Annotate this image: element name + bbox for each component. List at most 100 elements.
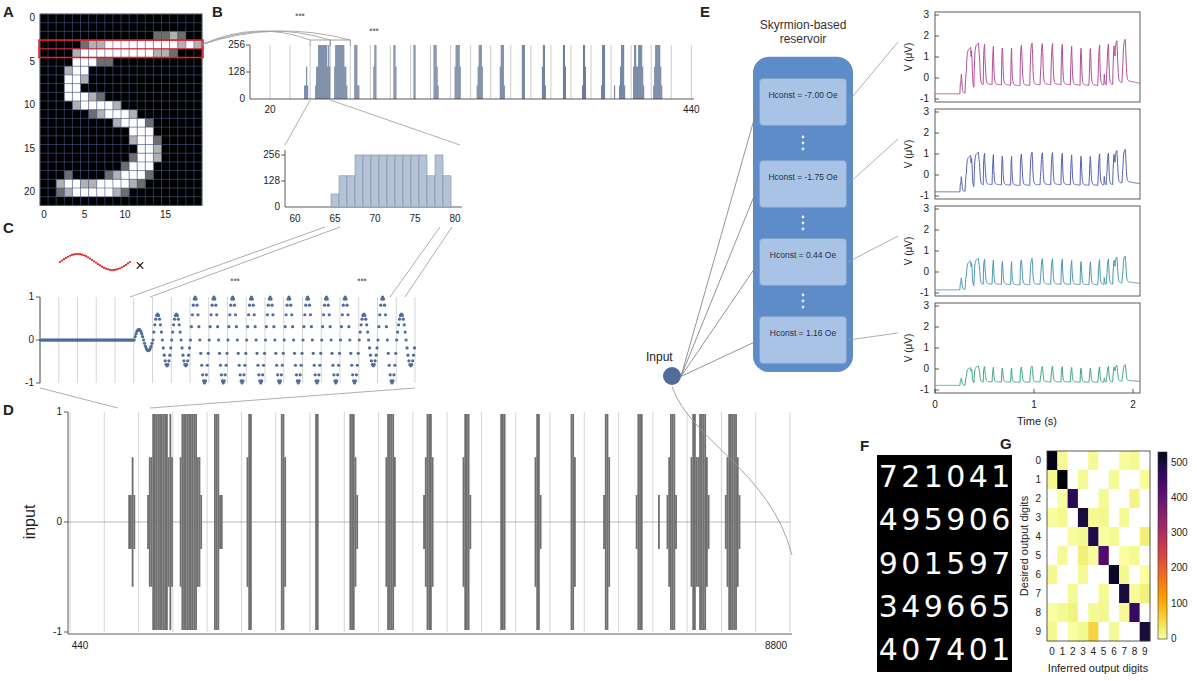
histogram-bar [427, 176, 435, 207]
signal-sample [187, 354, 190, 357]
image-pixel [129, 162, 137, 171]
signal-sample [379, 304, 382, 307]
colorbar-step [1158, 456, 1167, 457]
confusion-matrix [1047, 451, 1167, 641]
image-pixel [145, 145, 153, 154]
colorbar-step [1158, 615, 1167, 616]
colorbar-step [1158, 515, 1167, 516]
tick-label: 1 [1031, 400, 1037, 410]
image-pixel [81, 49, 89, 58]
tick-label: 0 [932, 400, 938, 410]
signal-sample [326, 298, 329, 301]
tick-label: 2 [1035, 494, 1041, 504]
matrix-cell [1119, 584, 1130, 603]
colorbar-step [1158, 614, 1167, 615]
row-separator [591, 45, 592, 99]
tick-label: 1 [28, 292, 34, 302]
image-pixel [121, 188, 129, 197]
pixel-grid [40, 83, 202, 84]
matrix-cell [1099, 489, 1110, 508]
histogram-bar [501, 45, 502, 99]
colorbar-step [1158, 578, 1167, 579]
tick-label: 1 [923, 343, 929, 353]
signal-sample [349, 352, 352, 355]
image-pixel [72, 84, 80, 93]
pixel-grid [40, 196, 202, 197]
signal-sample [317, 373, 320, 376]
signal-burst [217, 414, 219, 630]
bracket [310, 40, 330, 46]
tick-mark [935, 348, 939, 349]
image-pixel [113, 110, 121, 119]
image-pixel [113, 49, 121, 58]
image-pixel [145, 49, 153, 58]
carrier-wave [77, 253, 79, 255]
image-pixel [72, 179, 80, 188]
signal-sample [303, 313, 306, 316]
carrier-wave [109, 269, 111, 271]
row-separator [550, 45, 551, 99]
signal-sample [269, 298, 272, 301]
image-pixel [137, 153, 145, 162]
tick-label: -1 [920, 385, 929, 395]
colorbar-step [1158, 632, 1167, 633]
histogram-bar [337, 45, 338, 99]
field-label: Hconst = -7.00 Oe [768, 90, 837, 100]
signal-burst [281, 414, 283, 630]
signal-burst [699, 414, 701, 630]
matrix-cell [1057, 527, 1068, 546]
tick-label: 3 [1035, 513, 1041, 523]
histogram-bar [347, 176, 355, 207]
axis-title: Time (s) [1017, 416, 1057, 427]
colorbar-step [1158, 522, 1167, 523]
signal-sample [257, 373, 260, 376]
colorbar-step [1158, 509, 1167, 510]
field-box: Hconst = 1.16 Oe [759, 316, 847, 364]
signal-sample [311, 338, 314, 341]
signal-sample [363, 314, 366, 317]
tick-label: 256 [228, 40, 245, 50]
signal-sample [241, 379, 244, 382]
colorbar-step [1158, 477, 1167, 478]
row-separator [330, 45, 331, 99]
row-separator [290, 45, 291, 99]
signal-burst [151, 457, 153, 587]
digit-sample: 9 [969, 549, 988, 579]
signal-sample [273, 338, 276, 341]
colorbar-step [1158, 561, 1167, 562]
signal-sample [386, 338, 389, 341]
signal-burst [739, 495, 741, 549]
signal-burst [735, 414, 737, 630]
matrix-cell [1119, 451, 1130, 470]
image-pixel [137, 118, 145, 127]
row-separator [671, 45, 672, 99]
matrix-cell [1129, 508, 1140, 527]
signal-sample [223, 379, 226, 382]
matrix-cell [1088, 527, 1099, 546]
histogram-bar [624, 86, 625, 100]
signal-burst [430, 414, 432, 630]
signal-burst [571, 414, 573, 630]
histogram-bar [438, 86, 439, 100]
signal-burst [706, 457, 708, 587]
colorbar-step [1158, 621, 1167, 622]
image-pixel [97, 40, 105, 49]
colorbar-step [1158, 539, 1167, 540]
signal-sample [226, 338, 229, 341]
tick-label: 20 [24, 187, 35, 197]
tick-label: 7 [1121, 647, 1127, 657]
matrix-cell [1140, 451, 1151, 470]
image-pixel [97, 110, 105, 119]
tick-label: 0 [29, 13, 35, 23]
signal-sample [395, 338, 398, 341]
histogram-bar [435, 45, 436, 99]
signal-sample [282, 352, 285, 355]
signal-sample [384, 313, 387, 316]
tick-label: 9 [1142, 647, 1148, 657]
matrix-cell [1078, 489, 1089, 508]
image-pixel [194, 40, 202, 49]
leader-line [848, 139, 898, 184]
image-pixel [153, 49, 161, 58]
reservoir-body [753, 57, 853, 372]
signal-sample [267, 304, 270, 307]
